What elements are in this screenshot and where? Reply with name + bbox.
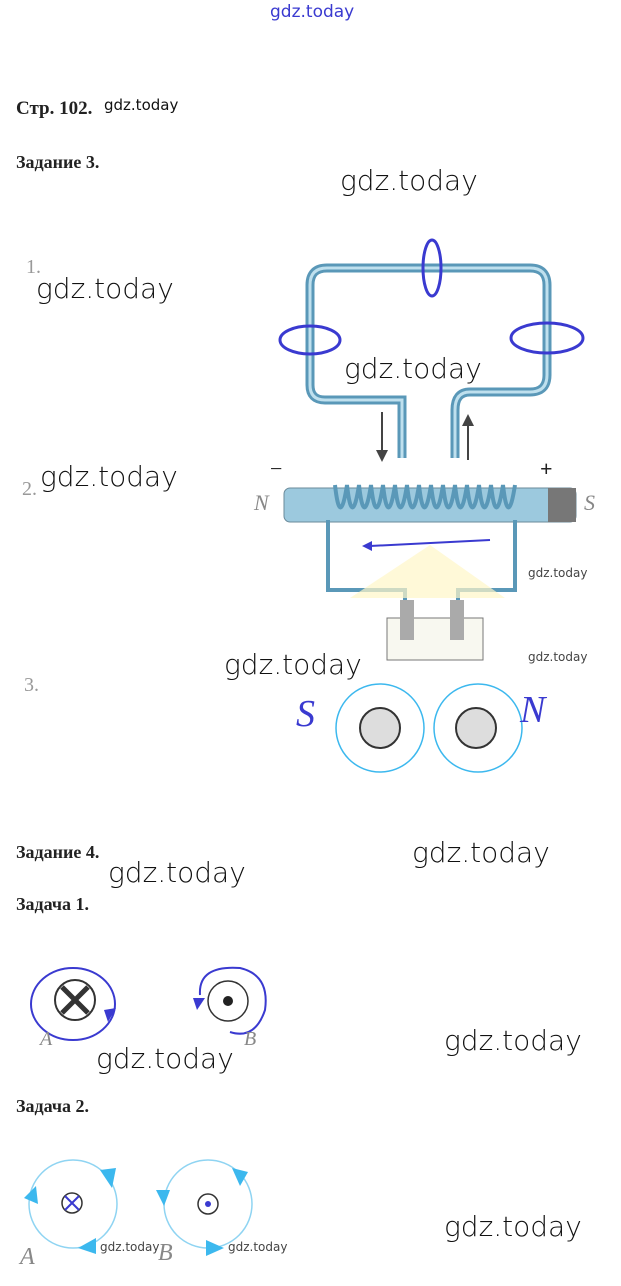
plus-sign: + (540, 456, 553, 481)
watermark: gdz.today (108, 856, 246, 889)
watermark: gdz.today (228, 1240, 288, 1254)
task3-title: Задание 3. (16, 152, 100, 172)
item-2: 2. (22, 478, 37, 500)
item-3: 3. (24, 674, 39, 696)
watermark: gdz.today (40, 460, 178, 493)
current-arrow-icon (369, 539, 491, 547)
problem1-title: Задача 1. (16, 894, 90, 914)
current-out-of-page-icon (197, 1193, 219, 1215)
field-loop-icon (278, 324, 342, 356)
pole-n: N (254, 490, 269, 515)
label-a: A (20, 1244, 35, 1270)
magnet-s: S (296, 693, 315, 735)
conductor-icon (455, 707, 497, 749)
label-b: B (158, 1240, 173, 1266)
watermark: gdz.today (528, 566, 588, 580)
current-out-of-page-icon (207, 980, 249, 1022)
watermark: gdz.today (96, 1042, 234, 1075)
watermark: gdz.today (444, 1210, 582, 1243)
watermark: gdz.today (340, 164, 478, 197)
watermark: gdz.today (528, 650, 588, 664)
current-into-page-icon (54, 979, 96, 1021)
watermark: gdz.today (100, 1240, 160, 1254)
magnet-n: N (520, 689, 546, 731)
problem2-title: Задача 2. (16, 1096, 90, 1116)
watermark: gdz.today (224, 648, 362, 681)
watermark: gdz.today (344, 352, 482, 385)
pole-s: S (584, 490, 595, 515)
conductor-icon (359, 707, 401, 749)
field-loop-icon (509, 321, 585, 355)
minus-sign: − (270, 456, 283, 481)
page-label: Стр. 102. (16, 98, 93, 119)
label-b: B (244, 1028, 257, 1050)
header-watermark: gdz.today (270, 2, 355, 22)
label-a: A (40, 1028, 53, 1050)
field-loop-icon (421, 238, 443, 298)
watermark: gdz.today (444, 1024, 582, 1057)
item-1: 1. (26, 256, 41, 278)
current-into-page-icon (61, 1192, 83, 1214)
task4-title: Задание 4. (16, 842, 100, 862)
watermark: gdz.today (104, 96, 179, 114)
watermark: gdz.today (412, 836, 550, 869)
watermark: gdz.today (36, 272, 174, 305)
